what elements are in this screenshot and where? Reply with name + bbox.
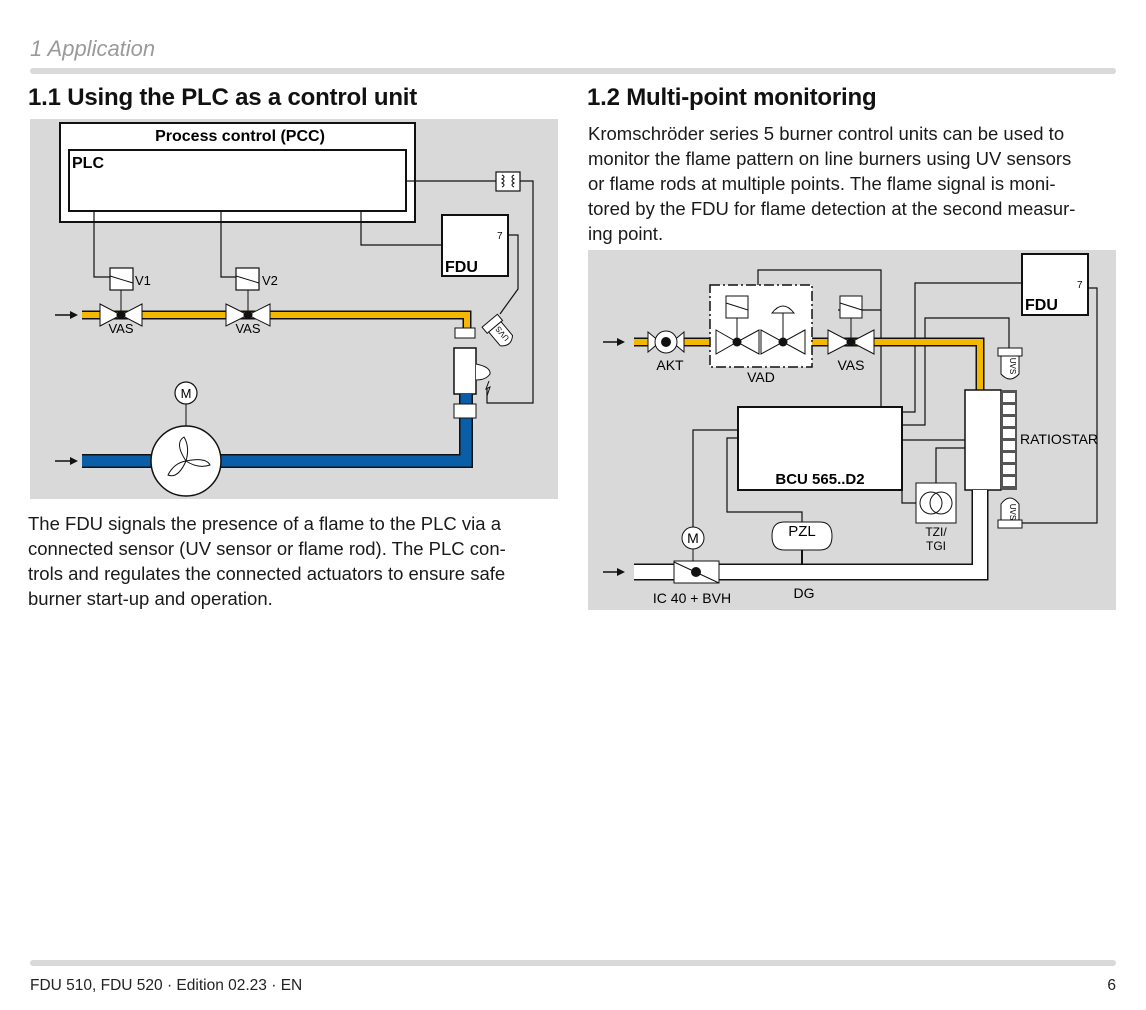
vas-valve-2-icon bbox=[225, 303, 271, 327]
figure-multipoint: AKT VAD VAS 7 FDU UVS bbox=[588, 250, 1116, 610]
plc-box bbox=[68, 149, 407, 212]
fdu-terminal-label: 7 bbox=[497, 231, 503, 242]
transformer-icon bbox=[495, 171, 521, 192]
motor-label: M bbox=[181, 386, 192, 401]
bcu-box bbox=[737, 406, 903, 491]
header-divider bbox=[30, 68, 1116, 74]
svg-text:UVS: UVS bbox=[1008, 504, 1017, 520]
vad-enclosure bbox=[709, 284, 813, 368]
tgi-label: TGI bbox=[926, 539, 946, 553]
diagram-plc: Process control (PCC) PLC 7 FDU V1 V2 VA… bbox=[55, 122, 534, 497]
air-line bbox=[82, 394, 473, 468]
v1-label: V1 bbox=[135, 273, 151, 288]
uv-sensor-icon: UVS bbox=[481, 313, 514, 347]
pcc-label: Process control (PCC) bbox=[155, 128, 325, 145]
gas-coupling-icon bbox=[454, 327, 476, 339]
section-title-plc: 1.1 Using the PLC as a control unit bbox=[28, 84, 418, 111]
paragraph-multipoint: Kromschröder series 5 burner control uni… bbox=[588, 123, 1076, 244]
burner-icon bbox=[453, 347, 477, 395]
pressure-switch-icon bbox=[771, 521, 833, 551]
wiring bbox=[93, 180, 534, 404]
pressure-regulator-icon bbox=[770, 305, 796, 314]
fdu-box bbox=[1021, 253, 1089, 316]
fdu-label: FDU bbox=[445, 259, 478, 276]
pzl-label: PZL bbox=[788, 523, 816, 540]
fdu-terminal-label: 7 bbox=[1077, 280, 1083, 291]
motor-label: M bbox=[687, 530, 699, 546]
ignition-transformer-icon bbox=[915, 482, 957, 524]
figure-plc-control: Process control (PCC) PLC 7 FDU V1 V2 VA… bbox=[30, 119, 558, 499]
svg-text:UVS: UVS bbox=[1008, 358, 1017, 374]
vad-valves-icon bbox=[715, 329, 806, 355]
dg-label: DG bbox=[794, 585, 815, 601]
uv-sensor-top-icon: UVS bbox=[997, 347, 1023, 380]
diagram-multipoint: AKT VAD VAS 7 FDU UVS bbox=[603, 253, 1098, 606]
vas-2-label: VAS bbox=[235, 321, 260, 336]
vad-label: VAD bbox=[747, 369, 775, 385]
ic-label: IC 40 + BVH bbox=[653, 590, 731, 606]
paragraph-plc: The FDU signals the presence of a flame … bbox=[28, 513, 506, 609]
akt-label: AKT bbox=[656, 357, 684, 373]
fdu-box bbox=[441, 214, 509, 277]
v2-label: V2 bbox=[262, 273, 278, 288]
ratiostar-box bbox=[964, 389, 1002, 491]
footer-divider bbox=[30, 960, 1116, 966]
vas-valve-1-icon bbox=[99, 303, 143, 327]
air-coupling-icon bbox=[453, 403, 477, 419]
flame-rod-icon bbox=[485, 380, 491, 397]
tzi-label: TZI/ bbox=[925, 525, 947, 539]
air-line bbox=[634, 490, 989, 581]
chapter-heading: 1 Application bbox=[30, 36, 156, 61]
vas-1-label: VAS bbox=[108, 321, 133, 336]
vas-label: VAS bbox=[838, 357, 865, 373]
plc-label: PLC bbox=[72, 155, 104, 172]
fdu-label: FDU bbox=[1025, 297, 1058, 314]
vas-valve-icon bbox=[827, 329, 875, 355]
bcu-label: BCU 565..D2 bbox=[775, 471, 864, 488]
akt-valve-icon bbox=[647, 330, 685, 354]
footer-document-info: FDU 510, FDU 520 · Edition 02.23 · EN bbox=[30, 977, 303, 994]
page-number: 6 bbox=[1107, 977, 1116, 994]
uv-sensor-bottom-icon: UVS bbox=[997, 497, 1023, 529]
section-title-multipoint: 1.2 Multi-point monitoring bbox=[587, 84, 877, 111]
ratiostar-label: RATIOSTAR bbox=[1020, 431, 1098, 447]
ratiostar-terminals bbox=[1001, 390, 1017, 490]
